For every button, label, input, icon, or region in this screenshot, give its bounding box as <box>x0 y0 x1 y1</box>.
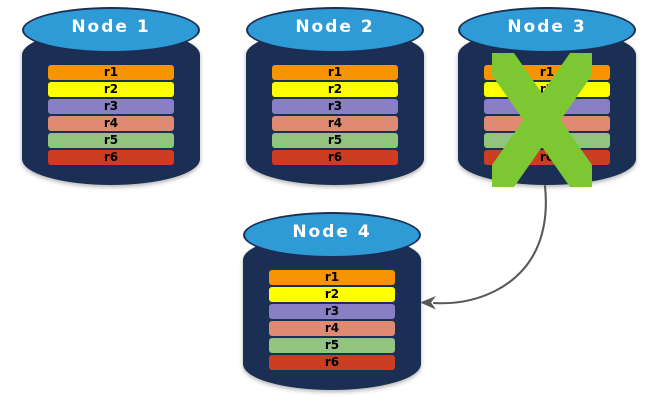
node-4-row-r4[interactable]: r4 <box>269 321 395 336</box>
node-3-row-r2[interactable]: r2 <box>484 82 610 97</box>
node-2-cylinder-top <box>246 7 424 53</box>
node-2-row-r3[interactable]: r3 <box>272 99 398 114</box>
node-1-row-r3[interactable]: r3 <box>48 99 174 114</box>
node-1-row-list: r1 r2 r3 r4 r5 r6 <box>48 65 174 165</box>
node-1-row-r4[interactable]: r4 <box>48 116 174 131</box>
node-4-row-r3[interactable]: r3 <box>269 304 395 319</box>
node-4-cylinder-top <box>243 212 421 258</box>
node-3-row-r4[interactable]: r4 <box>484 116 610 131</box>
node-4-row-r1[interactable]: r1 <box>269 270 395 285</box>
node-3-row-list: r1 r2 r3 r4 r5 r6 <box>484 65 610 165</box>
node-2-row-r2[interactable]: r2 <box>272 82 398 97</box>
node-3[interactable]: Node 3 r1 r2 r3 r4 r5 r6 <box>458 7 636 187</box>
node-2-row-list: r1 r2 r3 r4 r5 r6 <box>272 65 398 165</box>
node-2-row-r1[interactable]: r1 <box>272 65 398 80</box>
node-1[interactable]: Node 1 r1 r2 r3 r4 r5 r6 <box>22 7 200 185</box>
node-2-row-r5[interactable]: r5 <box>272 133 398 148</box>
node-4-row-list: r1 r2 r3 r4 r5 r6 <box>269 270 395 370</box>
node-3-row-r3[interactable]: r3 <box>484 99 610 114</box>
node-4-row-r5[interactable]: r5 <box>269 338 395 353</box>
node-4-row-r6[interactable]: r6 <box>269 355 395 370</box>
node-2[interactable]: Node 2 r1 r2 r3 r4 r5 r6 <box>246 7 424 185</box>
node-3-row-r1[interactable]: r1 <box>484 65 610 80</box>
node-2-row-r6[interactable]: r6 <box>272 150 398 165</box>
node-4[interactable]: Node 4 r1 r2 r3 r4 r5 r6 <box>243 212 421 390</box>
node-3-row-r5[interactable]: r5 <box>484 133 610 148</box>
node-1-cylinder-top <box>22 7 200 53</box>
node-1-row-r2[interactable]: r2 <box>48 82 174 97</box>
node-3-cylinder-top <box>458 7 636 53</box>
node-3-row-r6[interactable]: r6 <box>484 150 610 165</box>
node-1-row-r6[interactable]: r6 <box>48 150 174 165</box>
node-1-row-r5[interactable]: r5 <box>48 133 174 148</box>
node-4-row-r2[interactable]: r2 <box>269 287 395 302</box>
node-1-row-r1[interactable]: r1 <box>48 65 174 80</box>
node-2-row-r4[interactable]: r4 <box>272 116 398 131</box>
